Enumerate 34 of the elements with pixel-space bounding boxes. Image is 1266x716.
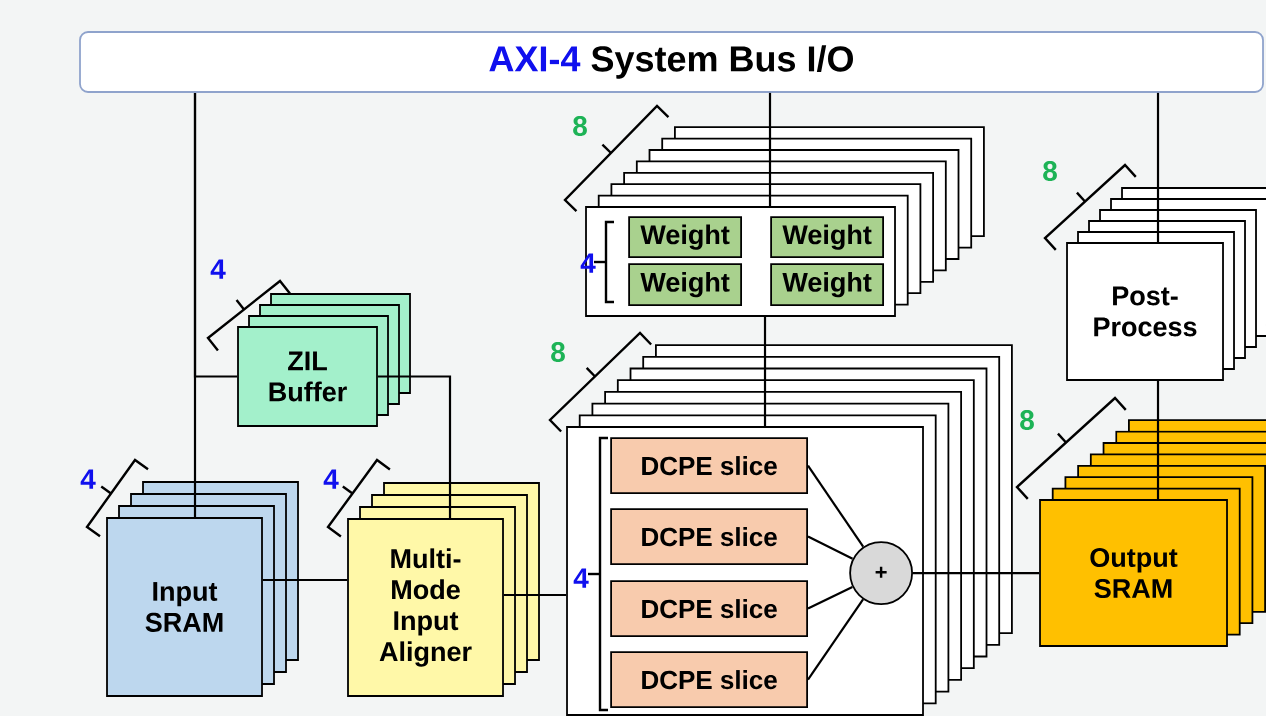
slice-box: DCPE slice xyxy=(610,508,808,565)
slice-box: DCPE slice xyxy=(610,651,808,708)
connector-line xyxy=(377,375,452,519)
buffer-box: ZIL Buffer xyxy=(237,326,378,427)
memory-box: Output SRAM xyxy=(1039,499,1228,647)
connector-line xyxy=(807,535,854,560)
count-label: 8 xyxy=(551,342,565,362)
connector-line xyxy=(807,465,865,548)
memory-box: Input SRAM xyxy=(106,517,263,697)
count-label: 4 xyxy=(80,469,96,489)
connector-line xyxy=(763,316,767,427)
connector-line xyxy=(193,92,238,378)
count-label: 4 xyxy=(210,259,226,279)
connector-line xyxy=(262,578,348,582)
aligner-box: Multi-Mode Input Aligner xyxy=(347,518,504,697)
connector-line xyxy=(913,571,1040,575)
weight-box: Weight xyxy=(628,263,742,306)
count-label: 4 xyxy=(573,568,589,588)
slice-box: DCPE slice xyxy=(610,437,808,494)
system-bus-bar: AXI-4 System Bus I/O xyxy=(79,31,1264,93)
connector-line xyxy=(768,92,772,207)
process-box: Post-Process xyxy=(1066,242,1224,381)
connector-line xyxy=(807,586,853,610)
weight-box: Weight xyxy=(628,216,742,258)
connector-line xyxy=(503,593,567,597)
weight-box: Weight xyxy=(770,216,884,258)
slice-box: DCPE slice xyxy=(610,580,808,637)
connector-line xyxy=(1156,92,1160,243)
connector-line xyxy=(1156,380,1160,500)
weight-box: Weight xyxy=(770,263,884,306)
count-label: 8 xyxy=(1020,410,1034,430)
count-label: 8 xyxy=(1043,161,1057,181)
count-label: 4 xyxy=(323,469,339,489)
connector-line xyxy=(807,598,864,681)
